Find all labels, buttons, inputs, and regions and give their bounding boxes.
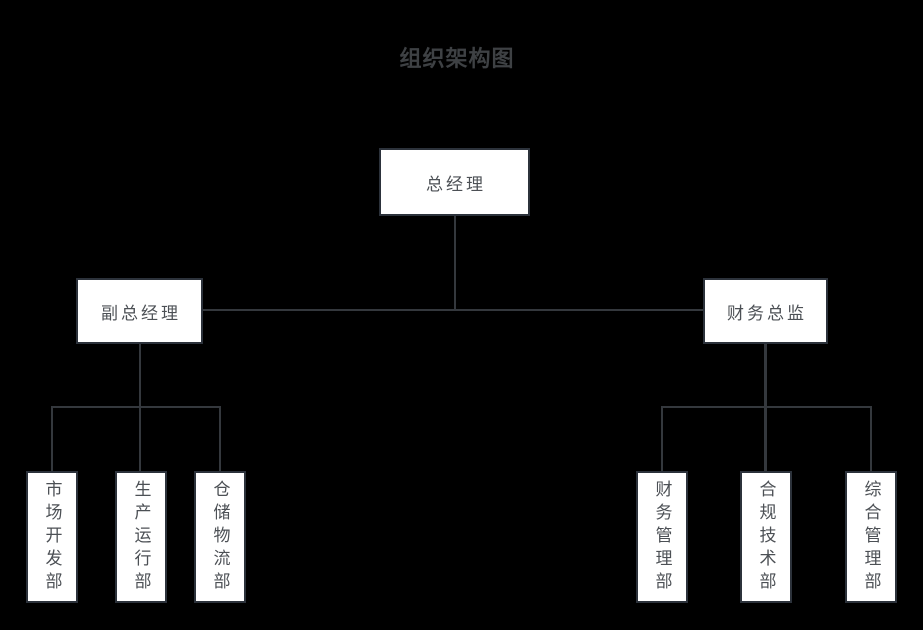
connector-left-drop-1 [50,407,54,471]
node-label: 生产运行部 [131,479,151,595]
connector-right-drop-3 [869,407,873,471]
node-finance-director[interactable]: 财务总监 [703,278,828,344]
node-market-development-dept[interactable]: 市场开发部 [26,471,78,603]
connector-right-drop-1 [660,407,664,471]
node-label: 仓储物流部 [210,479,230,595]
node-label: 合规技术部 [756,479,776,595]
node-label: 财务管理部 [652,479,672,595]
node-production-operation-dept[interactable]: 生产运行部 [115,471,167,603]
node-warehouse-logistics-dept[interactable]: 仓储物流部 [194,471,246,603]
node-label: 总经理 [426,174,486,194]
node-label: 副总经理 [101,303,181,323]
chart-title: 组织架构图 [399,46,515,71]
node-deputy-general-manager[interactable]: 副总经理 [76,278,203,344]
node-label: 市场开发部 [42,479,62,595]
node-finance-management-dept[interactable]: 财务管理部 [636,471,688,603]
node-general-manager[interactable]: 总经理 [379,148,530,216]
node-compliance-technology-dept[interactable]: 合规技术部 [740,471,792,603]
connector-left-drop-3 [218,407,222,471]
node-label: 综合管理部 [861,479,881,595]
connector-root-vertical [453,216,457,310]
connector-right-branch-horizontal [660,405,873,409]
node-general-administration-dept[interactable]: 综合管理部 [845,471,897,603]
connector-main-horizontal [203,308,703,312]
connector-left-branch-horizontal [50,405,222,409]
node-label: 财务总监 [727,303,807,323]
